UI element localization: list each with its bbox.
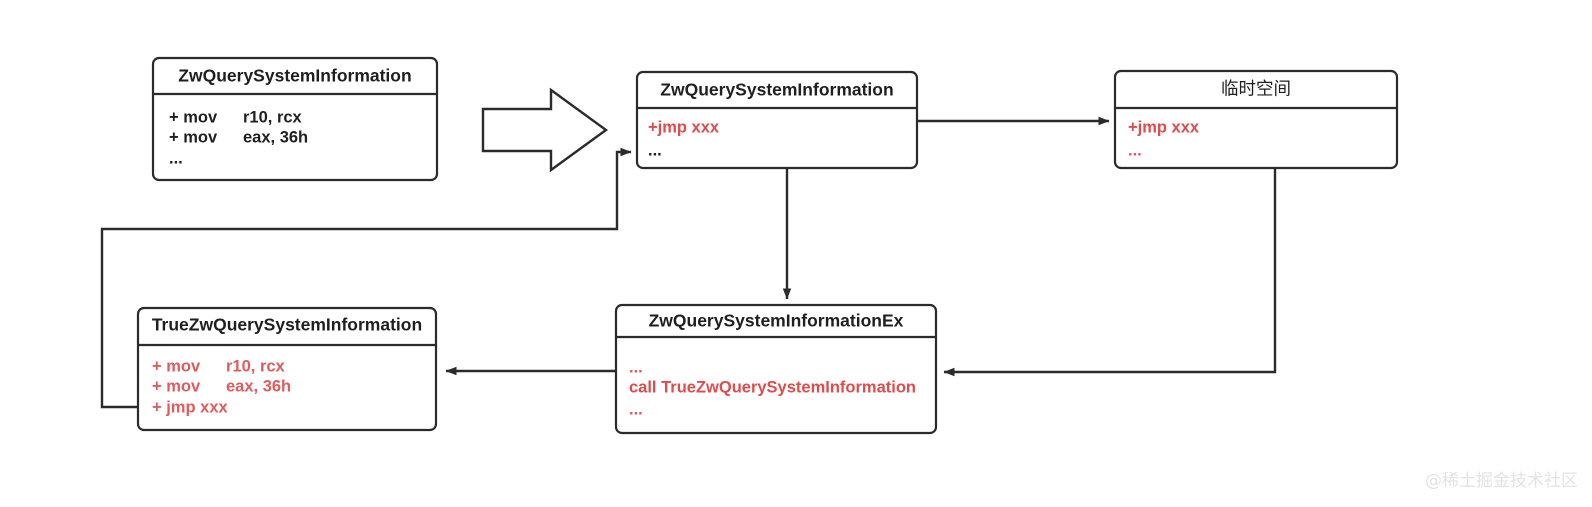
box-original-function-line-0-op: + mov	[169, 108, 218, 126]
box-temp-space-frame	[1113, 69, 1399, 170]
box-trampoline-frame	[136, 306, 438, 432]
box-hooked-function-line-0-op: +jmp xxx	[648, 118, 720, 136]
box-temp-space[interactable]: 临时空间 +jmp xxx ...	[1113, 69, 1399, 170]
box-trampoline-line-2-op: + jmp xxx	[152, 398, 228, 416]
box-trampoline-line-0-arg: r10, rcx	[226, 357, 286, 375]
connector-trampoline-to-hooked	[100, 147, 632, 409]
connector-transform-block-arrow	[481, 87, 609, 173]
box-original-function[interactable]: ZwQuerySystemInformation + mov r10, rcx …	[151, 56, 439, 182]
box-temp-space-line-0-op: +jmp xxx	[1128, 118, 1200, 136]
watermark-text: @稀土掘金技术社区	[1425, 471, 1578, 491]
box-original-function-frame	[151, 56, 439, 182]
box-detour-function-line-1-op: call TrueZwQuerySystemInformation	[629, 378, 916, 396]
box-temp-space-title: 临时空间	[1221, 79, 1291, 99]
box-hooked-function[interactable]: ZwQuerySystemInformation +jmp xxx ...	[635, 70, 919, 170]
box-detour-function-line-2-op: ...	[629, 400, 643, 418]
box-original-function-line-0-arg: r10, rcx	[243, 108, 303, 126]
box-trampoline-title: TrueZwQuerySystemInformation	[152, 315, 422, 335]
box-detour-function-line-0-op: ...	[629, 358, 643, 376]
box-trampoline-line-1-arg: eax, 36h	[226, 377, 291, 395]
box-hooked-function-title: ZwQuerySystemInformation	[660, 80, 893, 100]
box-hooked-function-line-1-op: ...	[648, 141, 662, 159]
box-trampoline-line-0-op: + mov	[152, 357, 201, 375]
box-hooked-function-frame	[635, 70, 919, 170]
box-original-function-title: ZwQuerySystemInformation	[178, 66, 411, 86]
box-detour-function-title: ZwQuerySystemInformationEx	[649, 311, 904, 331]
box-trampoline[interactable]: TrueZwQuerySystemInformation + mov r10, …	[136, 306, 438, 432]
box-original-function-line-1-arg: eax, 36h	[243, 128, 308, 146]
box-original-function-line-1-op: + mov	[169, 128, 218, 146]
box-detour-function[interactable]: ZwQuerySystemInformationEx ... call True…	[614, 303, 938, 435]
connector-temp-to-detour	[943, 168, 1277, 377]
box-temp-space-line-1-op: ...	[1128, 141, 1142, 159]
box-original-function-line-2-op: ...	[169, 149, 183, 167]
box-trampoline-line-1-op: + mov	[152, 377, 201, 395]
